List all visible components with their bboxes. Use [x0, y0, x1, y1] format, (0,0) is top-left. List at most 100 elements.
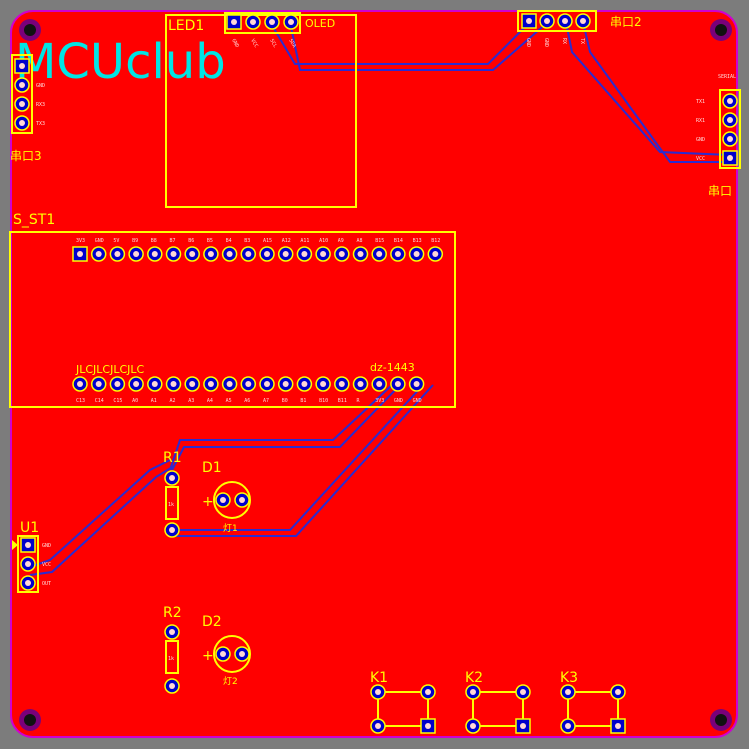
mcu-top-pin-3v3 — [72, 246, 88, 262]
mcu-bottom-pin-gnd — [390, 376, 406, 392]
u1-pins: GND VCC OUT — [20, 537, 51, 591]
mcu-bottom-pin-label: A2 — [170, 398, 176, 404]
mcu-top-pin-b14 — [390, 246, 406, 262]
serial2-pin-1 — [539, 13, 555, 29]
key-pad — [610, 718, 626, 734]
r1-value: 1k — [168, 502, 174, 508]
oled-pin-label: SCL — [268, 38, 278, 49]
serial-right-pin-label: GND — [696, 137, 705, 143]
mcu-top-pin-b6 — [184, 246, 200, 262]
mcu-designator: S_ST1 — [13, 212, 55, 228]
r2-designator: R2 — [163, 605, 182, 621]
u1-pin-label: OUT — [42, 581, 51, 587]
mcu-bottom-pin-label: C15 — [113, 398, 122, 404]
u1-pin-gnd — [20, 537, 36, 553]
mcu-top-pin-b13 — [408, 246, 425, 262]
mcu-top-pin-b8 — [147, 246, 163, 262]
mcu-top-pin-label: 5V — [113, 238, 119, 244]
serial3-pin-label: RX3 — [36, 102, 45, 108]
oled-pin-label: GND — [230, 38, 240, 49]
led-d1: D1 + 灯1 — [202, 460, 251, 534]
key-pad — [465, 718, 481, 734]
mcu-top-pin-a15 — [259, 246, 275, 262]
mcu-top-pin-label: B14 — [394, 238, 403, 244]
mcu-top-pin-b9 — [128, 246, 144, 262]
mcu-bottom-pin-gnd — [408, 376, 425, 392]
mcu-bottom-pin-label: B0 — [282, 398, 288, 404]
mcu-bottom-pin-label: A7 — [263, 398, 269, 404]
mcu-bottom-pin-label: B1 — [300, 398, 306, 404]
mcu-bottom-pin-label: A5 — [226, 398, 232, 404]
mcu-top-pin-a9 — [334, 246, 350, 262]
mcu-bottom-pin-label: C14 — [95, 398, 104, 404]
mcu-top-pin-label: GND — [95, 238, 104, 244]
serial2-pin-3 — [575, 13, 591, 29]
mcu-top-pin-b15 — [371, 246, 387, 262]
mcu-bottom-pin-a3 — [184, 376, 200, 392]
mcu-bottom-pin-a4 — [203, 376, 219, 392]
key-pad — [370, 718, 386, 734]
mcu-top-pin-label: B3 — [244, 238, 250, 244]
mcu-top-pin-label: A8 — [357, 238, 363, 244]
mcu-bottom-pin-label: A4 — [207, 398, 213, 404]
u1-pin-label: VCC — [42, 562, 51, 568]
mcu-bottom-pin-label: C13 — [76, 398, 85, 404]
mcu-bottom-pin-b1 — [296, 376, 313, 392]
u1-pin-vcc — [20, 556, 36, 572]
mcu-top-pin-label: A15 — [263, 238, 272, 244]
serial2-pin-label: RX — [561, 38, 567, 44]
oled-pin-scl — [264, 14, 280, 30]
key-designator: K2 — [465, 670, 483, 686]
serial2-pin-label: GND — [525, 38, 531, 47]
mcu-top-pin-b3 — [240, 246, 257, 262]
serial-right-pin-tx1 — [722, 93, 738, 109]
mcu-bottom-pin-label: 3V3 — [375, 398, 384, 404]
key-pad — [610, 684, 626, 700]
mcu-bottom-pin-a7 — [259, 376, 275, 392]
mcu-bottom-pin-r — [352, 376, 369, 392]
mcu-top-pin-label: B12 — [431, 238, 440, 244]
mcu-silk-left: JLCJLCJLCJLC — [75, 363, 145, 376]
mcu-bottom-pin-a1 — [147, 376, 163, 392]
mcu-top-pin-a10 — [315, 246, 331, 262]
d1-label: 灯1 — [223, 523, 238, 534]
mcu-bottom-pin-label: A3 — [188, 398, 194, 404]
serial2-pin-0 — [521, 13, 537, 29]
mcu-top-pin-gnd — [90, 246, 107, 262]
serial-right-pin-vcc — [722, 150, 738, 166]
mcu-silk-right: dz-1443 — [370, 361, 415, 374]
oled-label: OLED — [305, 17, 335, 30]
mcu-top-pin-5v — [109, 246, 126, 262]
serial3-designator: 串口3 — [10, 149, 42, 163]
traces — [29, 21, 731, 576]
serial-right-pin-label: VCC — [696, 156, 705, 162]
mcu-bottom-pin-c15 — [109, 376, 126, 392]
key-pad — [515, 684, 531, 700]
u1-pin-label: GND — [42, 543, 51, 549]
mcu-bottom-pin-b0 — [277, 376, 294, 392]
mcu-top-pin-label: B8 — [151, 238, 157, 244]
key-pad — [420, 684, 436, 700]
mcu-bottom-pin-a6 — [240, 376, 257, 392]
d2-designator: D2 — [202, 614, 222, 630]
mcu-bottom-pin-b11 — [334, 376, 350, 392]
led-d2: D2 + 灯2 — [202, 614, 251, 687]
mcu-top-pin-label: B7 — [170, 238, 176, 244]
oled-designator: LED1 — [168, 18, 204, 34]
mcu-top-pin-label: B9 — [132, 238, 138, 244]
mcu-top-pin-b5 — [203, 246, 219, 262]
serial-right-header-label: SERIAL — [718, 74, 736, 80]
mcu-bottom-pin-label: B10 — [319, 398, 328, 404]
key-k1: K1 — [370, 670, 436, 734]
oled-pin-label: VCC — [249, 38, 259, 49]
serial3-pin-label: GND — [36, 83, 45, 89]
mcu-bottom-pin-c13 — [72, 376, 88, 392]
